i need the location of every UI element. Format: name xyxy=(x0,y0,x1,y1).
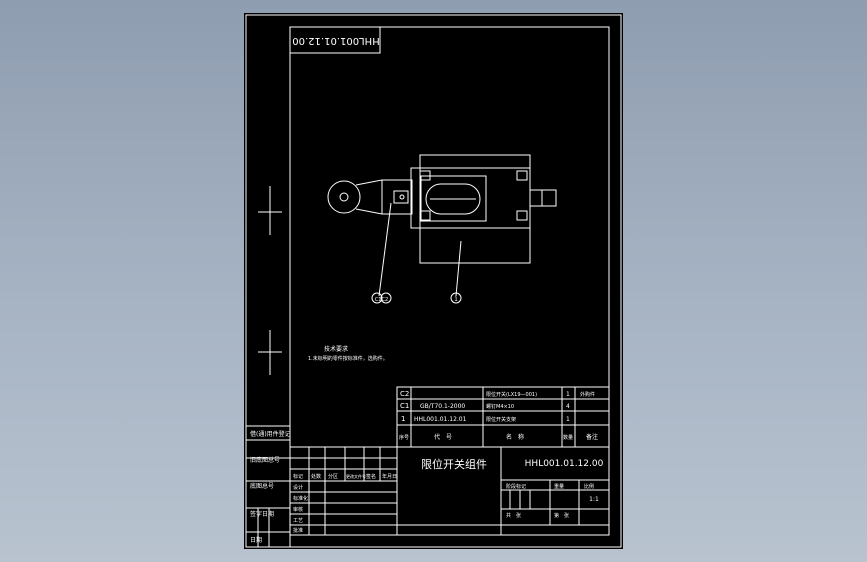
header-remark: 备注 xyxy=(586,433,598,441)
screw-bottom-left xyxy=(419,210,431,221)
header-name: 名 称 xyxy=(506,433,524,441)
role-process: 工艺 xyxy=(293,518,303,524)
callout-right-text: 1 xyxy=(454,296,458,303)
parts-seq: C2 xyxy=(400,390,409,398)
rev-doc: 更改文件号 xyxy=(346,473,366,479)
hub-screw xyxy=(399,194,405,200)
sheet-count-label: 共 张 xyxy=(506,512,521,519)
role-approve: 批准 xyxy=(293,527,303,534)
rev-count: 处数 xyxy=(311,473,321,480)
plunger xyxy=(529,189,557,207)
parts-list-row: 1 HHL001.01.12.01 限位开关支架 1 xyxy=(401,415,570,423)
parts-seq: C1 xyxy=(400,402,409,410)
rev-zone: 分区 xyxy=(328,473,338,480)
parts-list-header: 序号 代 号 名 称 数量 备注 xyxy=(399,433,598,441)
role-standard: 标准化 xyxy=(293,495,308,502)
screw-bottom-right xyxy=(516,210,528,221)
header-qty: 数量 xyxy=(563,434,573,441)
parts-list-grid xyxy=(396,386,610,448)
roller-outer xyxy=(327,180,361,214)
parts-name: 限位开关支架 xyxy=(486,416,516,423)
weight-label: 重量 xyxy=(554,483,564,490)
rotated-code-box: HHL001.01.12.00 xyxy=(289,26,381,54)
rotated-code-text: HHL001.01.12.00 xyxy=(292,35,379,46)
page-label: 第 张 xyxy=(554,512,569,519)
lever-block xyxy=(381,179,413,215)
side-label-sign-date: 签字日期 xyxy=(250,510,274,518)
callout-left: C1C2 xyxy=(371,292,392,304)
parts-list-row: C1 GB/T70.1-2000 螺钉M4×10 4 xyxy=(400,402,570,410)
parts-qty: 1 xyxy=(566,391,570,398)
parts-seq: 1 xyxy=(401,415,405,423)
side-label-date: 日期 xyxy=(250,536,262,544)
rev-date: 年月日 xyxy=(382,473,397,480)
title-block-grid xyxy=(289,446,610,536)
parts-code: GB/T70.1-2000 xyxy=(420,403,465,410)
side-label-ref: 借(通)用件登记 xyxy=(250,430,291,438)
header-code: 代 号 xyxy=(434,433,452,441)
role-check: 审核 xyxy=(293,506,303,513)
binding-cross-top xyxy=(258,186,282,235)
callout-right: 1 xyxy=(450,292,462,304)
parts-name: 螺钉M4×10 xyxy=(486,403,514,410)
parts-name: 限位开关(LX19—001) xyxy=(486,391,537,398)
role-design: 设计 xyxy=(293,484,303,491)
header-seq: 序号 xyxy=(399,434,409,441)
screw-top-right xyxy=(516,170,528,181)
scale-value: 1:1 xyxy=(589,496,599,503)
binding-cross-bottom xyxy=(258,330,282,375)
notes-line-1: 1.未标明的零件按标准件，选购件。 xyxy=(308,355,388,362)
leader-lines xyxy=(378,202,462,297)
sheet-background xyxy=(244,13,623,549)
scale-label: 比例 xyxy=(584,483,594,490)
drawing-title: 限位开关组件 xyxy=(421,457,487,471)
parts-qty: 1 xyxy=(566,416,570,423)
stage-label: 阶段标记 xyxy=(506,483,526,490)
parts-code: HHL001.01.12.01 xyxy=(414,416,467,423)
roller-pin xyxy=(339,192,349,202)
parts-list-row: C2 限位开关(LX19—001) 1 外购件 xyxy=(400,390,595,398)
drawing-number: HHL001.01.12.00 xyxy=(525,459,604,469)
side-label-old: 旧底图总号 xyxy=(250,456,280,464)
parts-remark: 外购件 xyxy=(580,391,595,398)
parts-qty: 4 xyxy=(566,403,570,410)
lever-hub xyxy=(393,190,409,204)
outer-frame xyxy=(245,14,622,548)
slot-outer xyxy=(420,175,487,222)
screw-top-left xyxy=(419,170,431,181)
rev-sign: 签名 xyxy=(366,473,376,480)
callout-left-text: C1C2 xyxy=(375,297,388,303)
notes-title: 技术要求 xyxy=(324,345,348,353)
slot-inner xyxy=(425,183,481,215)
side-label-base: 底图总号 xyxy=(250,482,274,490)
switch-assembly-drawing xyxy=(327,154,557,264)
rev-mark: 标记 xyxy=(293,473,303,480)
drawing-sheet: HHL001.01.12.00 借(通)用件登记 旧底图总号 底图总号 签字日期… xyxy=(244,13,623,549)
